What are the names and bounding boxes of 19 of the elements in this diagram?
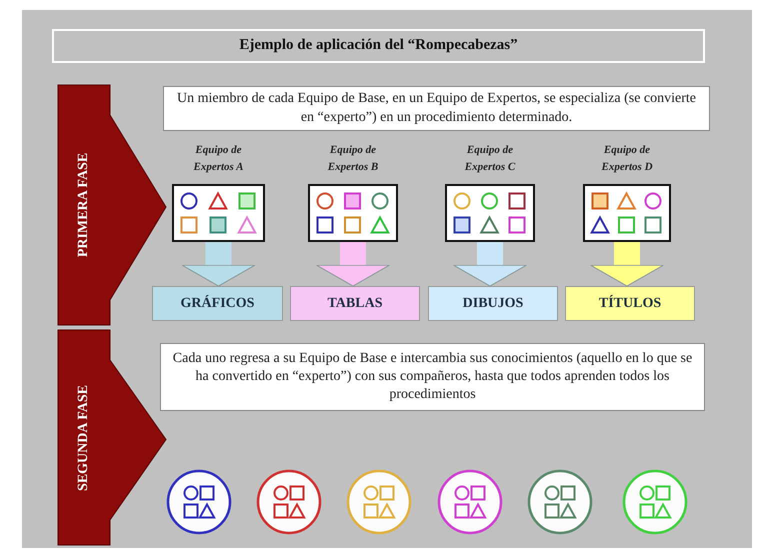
block-arrow xyxy=(316,242,390,286)
category-box: TÍTULOS xyxy=(565,286,695,321)
category-box: GRÁFICOS xyxy=(152,286,283,321)
block-arrow xyxy=(182,242,256,286)
block-arrow xyxy=(590,242,664,286)
phase-arrow xyxy=(58,85,166,325)
category-box: DIBUJOS xyxy=(428,286,558,321)
text-box: Cada uno regresa a su Equipo de Base e intercambia sus conocimientos (aquello en lo que se ha convertido en “experto”) con sus compañeros, hasta que todos aprenden todos los procedimientos xyxy=(160,343,705,411)
block-arrow xyxy=(453,242,527,286)
category-box: TABLAS xyxy=(290,286,420,321)
text-box: Un miembro de cada Equipo de Base, en un Equipo de Expertos, se especializa (se convierte en “experto”) en un procedimiento determinado. xyxy=(163,86,710,131)
team-heading: Equipo de Expertos B xyxy=(326,143,380,176)
team-heading: Equipo de Expertos D xyxy=(600,143,654,176)
team-heading: Equipo de Expertos C xyxy=(464,143,516,176)
phase-label: PRIMERA FASE xyxy=(76,152,92,258)
team-heading: Equipo de Expertos A xyxy=(192,143,244,176)
title: Ejemplo de aplicación del “Rompecabezas” xyxy=(52,29,705,63)
phase-label: SEGUNDA FASE xyxy=(76,384,92,490)
phase-arrow xyxy=(58,330,166,545)
